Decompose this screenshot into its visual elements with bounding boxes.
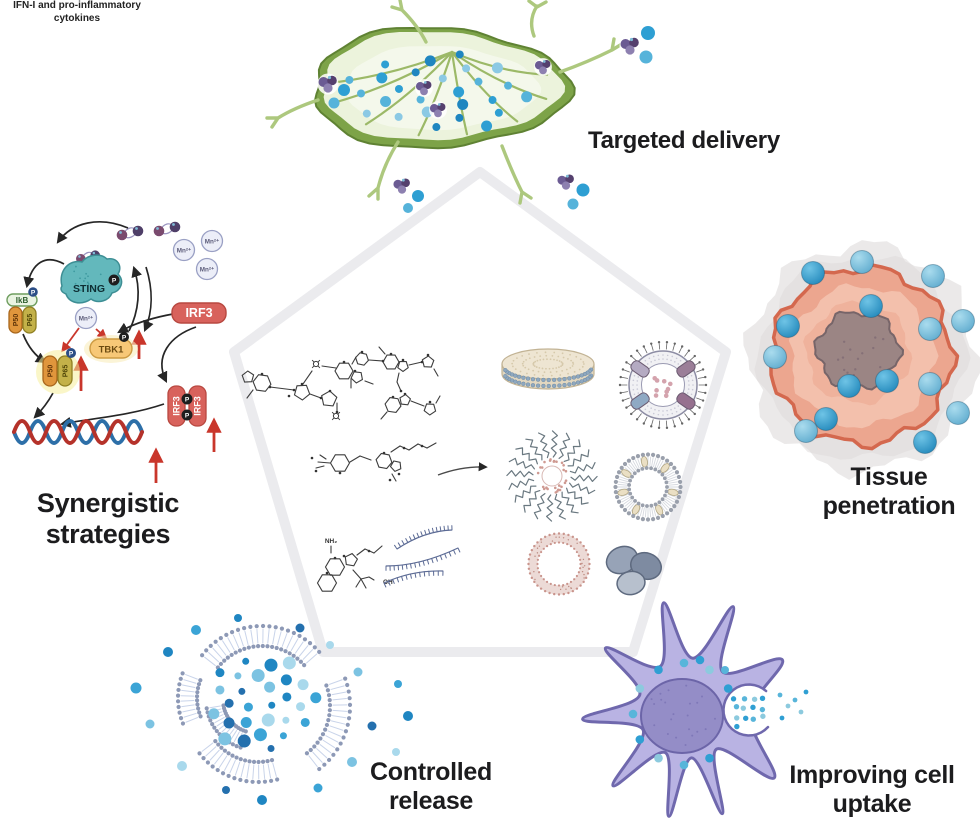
svg-text:Mn²⁺: Mn²⁺ [200,267,215,274]
svg-text:P50: P50 [13,314,20,327]
pentagon-panel: NH₂ OH [229,167,731,657]
free-particle-clusters [317,26,655,213]
svg-text:IRF3: IRF3 [185,306,212,320]
lymph-node-illustration [265,0,624,205]
tumor-spheroid-illustration [743,240,980,480]
svg-text:P: P [31,289,36,296]
macrophage-illustration [581,601,809,818]
svg-text:IRF3: IRF3 [172,396,182,416]
svg-text:IkB: IkB [16,296,29,305]
irf3-dimer-icon: IRF3 IRF3 P P [167,385,207,427]
svg-text:P: P [69,350,74,357]
label-targeted-delivery: Targeted delivery [588,127,780,154]
nh2-label: NH₂ [325,538,337,545]
imidazoquinoline-molecule-icon: NH₂ OH [316,538,393,592]
ikb-nfkb-complex: IkB P P50 P65 [6,287,38,334]
label-line: Synergistic [36,488,180,518]
svg-text:P: P [122,334,127,341]
svg-text:P65: P65 [27,314,34,327]
svg-text:TBK1: TBK1 [99,345,125,356]
nanodisc-icon [501,348,595,390]
svg-text:P: P [185,396,190,403]
svg-text:Mn²⁺: Mn²⁺ [79,316,94,323]
lymphatic-vessels-icon [265,0,624,205]
label-line: penetration [822,492,956,520]
pentagon-frame [229,167,731,657]
svg-text:P: P [185,412,190,419]
label-ifn-cytokines: IFN-I and pro-inflammatory cytokines [0,0,154,25]
mn-ion-icons: Mn²⁺ Mn²⁺ Mn²⁺ Mn²⁺ [74,229,224,330]
label-line: release [388,787,474,815]
formulation-arrow-icon [437,462,488,476]
label-line: Controlled [370,758,492,786]
small-molecule-agonist-icon [310,442,437,482]
nfkb-dimer: P50 P65 P [36,348,80,394]
label-tissue-penetration: Tissue penetration [798,463,980,521]
svg-text:Mn²⁺: Mn²⁺ [205,239,220,246]
label-controlled-release: Controlled release [352,758,510,816]
protein-nanoparticle-icon [605,545,662,596]
label-line: cytokines [53,12,101,24]
svg-text:STING: STING [73,283,105,295]
tbk1-icon: TBK1 P [84,332,138,363]
nanoparticle-dots [345,50,533,132]
liposome-release-illustration [130,614,413,805]
dimeric-sting-agonist-molecule-icon [354,346,441,420]
rna-strands-icon [383,525,461,588]
label-line: strategies [45,519,171,550]
svg-text:P50: P50 [48,365,55,378]
label-synergistic-strategies: Synergistic strategies [16,488,200,551]
oh-label: OH [383,579,393,586]
dna-helix-icon [12,419,144,445]
label-line: Improving cell [789,761,955,789]
protein-liposome-icon [618,340,708,430]
svg-text:P65: P65 [63,365,70,378]
svg-text:IRF3: IRF3 [193,396,203,416]
activation-arrows [61,327,222,483]
drug-cluster-icons [415,58,552,119]
polymer-micelle-icon [506,430,598,522]
label-line: Tissue [850,463,928,491]
pathway-arrows [22,221,197,428]
polymer-vesicle-icon [527,532,591,596]
label-line: IFN-I and pro-inflammatory [13,0,141,11]
sting-protein-icon: STING P [60,254,123,304]
label-improving-cell-uptake: Improving cell uptake [772,761,972,819]
phospho-badge [108,274,120,286]
cyclic-dinucleotide-molecule-icon [241,356,374,421]
irf3-icon: IRF3 [171,302,227,324]
svg-text:P: P [112,278,117,285]
sting-pathway-diagram: Mn²⁺ Mn²⁺ Mn²⁺ Mn²⁺ STING P IkB P P50 P6… [6,221,227,483]
svg-text:Mn²⁺: Mn²⁺ [177,248,192,255]
lipid-nanoparticle-icon [613,452,683,522]
label-line: uptake [832,790,912,818]
